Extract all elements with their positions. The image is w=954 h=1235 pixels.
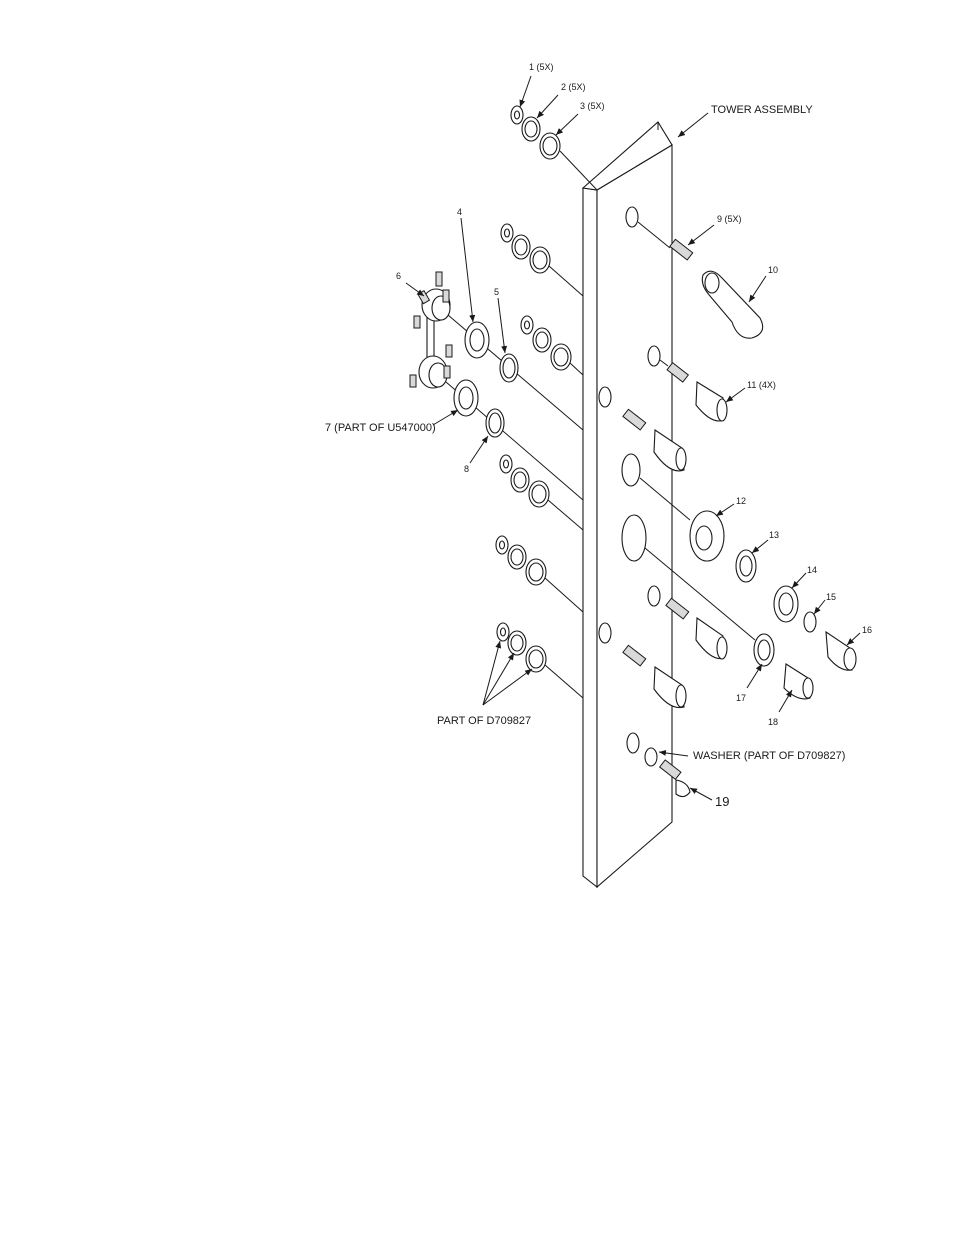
handle-11-a [647,345,728,422]
leader-lines [405,75,861,801]
flange-7 [453,379,479,417]
oring-8 [485,408,505,438]
handle-11-b [598,386,687,472]
label-part-17: 17 [736,693,746,703]
label-part-5: 5 [494,287,499,297]
label-part-6: 6 [396,271,401,281]
valve-body [409,271,584,501]
label-part-10: 10 [768,265,778,275]
label-part-19: 19 [715,794,729,809]
label-washer: WASHER (PART OF D709827) [693,750,845,762]
label-part-9: 9 (5X) [717,214,742,224]
tower-assembly [581,121,673,889]
flange-4 [464,321,490,359]
washer-stack-4 [495,535,584,613]
label-part-1: 1 (5X) [529,62,554,72]
label-part-4: 4 [457,207,462,217]
washer-stack-2 [520,315,584,376]
label-part-2: 2 (5X) [561,82,586,92]
washer-stack-5 [496,622,584,699]
label-tower-assembly: TOWER ASSEMBLY [711,104,813,116]
label-part-15: 15 [826,592,836,602]
label-part-12: 12 [736,496,746,506]
washer-stack-1 [500,223,584,297]
label-part-7: 7 (PART OF U547000) [325,422,436,434]
handle-10-assembly [625,206,764,339]
label-part-13: 13 [769,530,779,540]
fitting-19-assembly [626,732,691,798]
label-part-8: 8 [464,464,469,474]
washer-stack-3 [499,454,584,531]
label-part-11: 11 (4X) [747,380,776,390]
oring-5 [499,353,519,383]
label-part-3: 3 (5X) [580,101,605,111]
handle-11-d [598,622,687,709]
diverter-assembly [621,453,857,671]
label-part-18: 18 [768,717,778,727]
handle-11-c [647,585,728,660]
label-part-of-d709827: PART OF D709827 [437,715,531,727]
label-part-14: 14 [807,565,817,575]
label-part-16: 16 [862,625,872,635]
washer-stack-top [510,105,598,191]
